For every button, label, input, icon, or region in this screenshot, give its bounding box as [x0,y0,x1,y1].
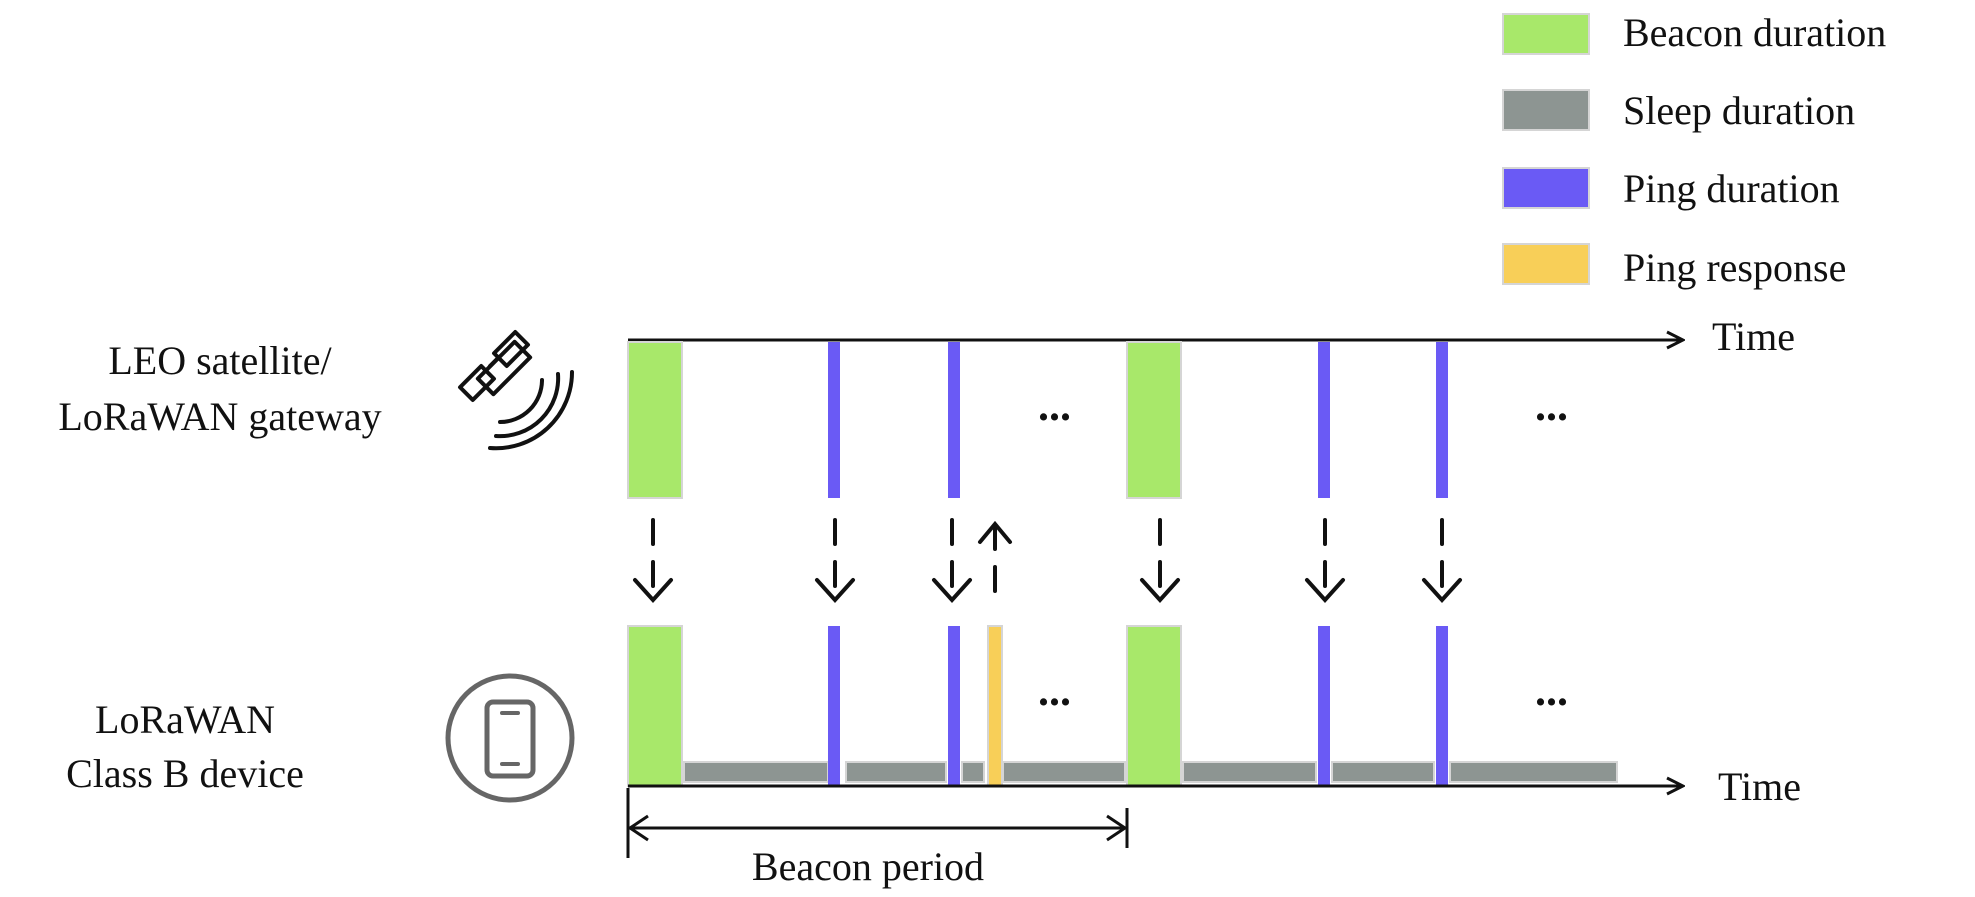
downlink-arrows [633,518,1462,605]
device-ellipsis-2: ... [1535,666,1568,715]
satellite-icon [458,330,575,451]
legend: Beacon duration Sleep duration Ping dura… [1502,10,1886,290]
legend-label-response: Ping response [1623,245,1846,290]
device-ping-4 [1436,626,1448,786]
device-time-label: Time [1718,764,1801,809]
downlink-arrow-ping-2 [932,518,972,603]
gateway-ping-2 [948,342,960,498]
beacon-period-bracket [626,788,1129,858]
device-beacon-2 [1126,625,1182,787]
gateway-label-line2: LoRaWAN gateway [58,394,381,439]
downlink-arrow-ping-4 [1422,518,1462,603]
legend-label-ping: Ping duration [1623,166,1840,211]
gateway-label-line1: LEO satellite/ [108,338,332,383]
downlink-arrow-beacon-1 [633,518,673,603]
response-swatch [1502,243,1590,285]
device-label-line1: LoRaWAN [95,697,275,742]
beacon-swatch [1502,13,1590,55]
legend-item-sleep: Sleep duration [1502,88,1855,133]
device-ellipsis-1: ... [1038,666,1071,715]
downlink-arrow-beacon-2 [1140,518,1180,603]
device-ping-response [987,625,1003,787]
gateway-time-label: Time [1712,314,1795,359]
uplink-arrow-response [978,520,1012,605]
device-ping-1 [828,626,840,786]
device-sleep-6 [1331,761,1435,783]
gateway-ping-1 [828,342,840,498]
gateway-ping-4 [1436,342,1448,498]
legend-item-beacon: Beacon duration [1502,10,1886,55]
smartphone-icon [445,673,575,803]
sleep-swatch [1502,89,1590,131]
downlink-arrow-ping-1 [815,518,855,603]
legend-label-sleep: Sleep duration [1623,88,1855,133]
device-sleep-5 [1182,761,1317,783]
device-ping-3 [1318,626,1330,786]
gateway-beacon-2 [1126,341,1182,499]
beacon-period-label: Beacon period [752,844,984,889]
ping-swatch [1502,167,1590,209]
device-ping-2 [948,626,960,786]
device-sleep-3 [961,761,985,783]
gateway-ellipsis-2: ... [1535,381,1568,430]
device-label-line2: Class B device [66,751,304,796]
legend-item-response: Ping response [1502,243,1846,290]
device-beacon-1 [627,625,683,787]
device-sleep-1 [683,761,829,783]
gateway-ellipsis-1: ... [1038,381,1071,430]
device-sleep-2 [845,761,947,783]
legend-item-ping: Ping duration [1502,166,1840,211]
gateway-ping-3 [1318,342,1330,498]
gateway-beacon-1 [627,341,683,499]
device-sleep-4 [1002,761,1126,783]
device-sleep-7 [1449,761,1618,783]
downlink-arrow-ping-3 [1305,518,1345,603]
legend-label-beacon: Beacon duration [1623,10,1886,55]
